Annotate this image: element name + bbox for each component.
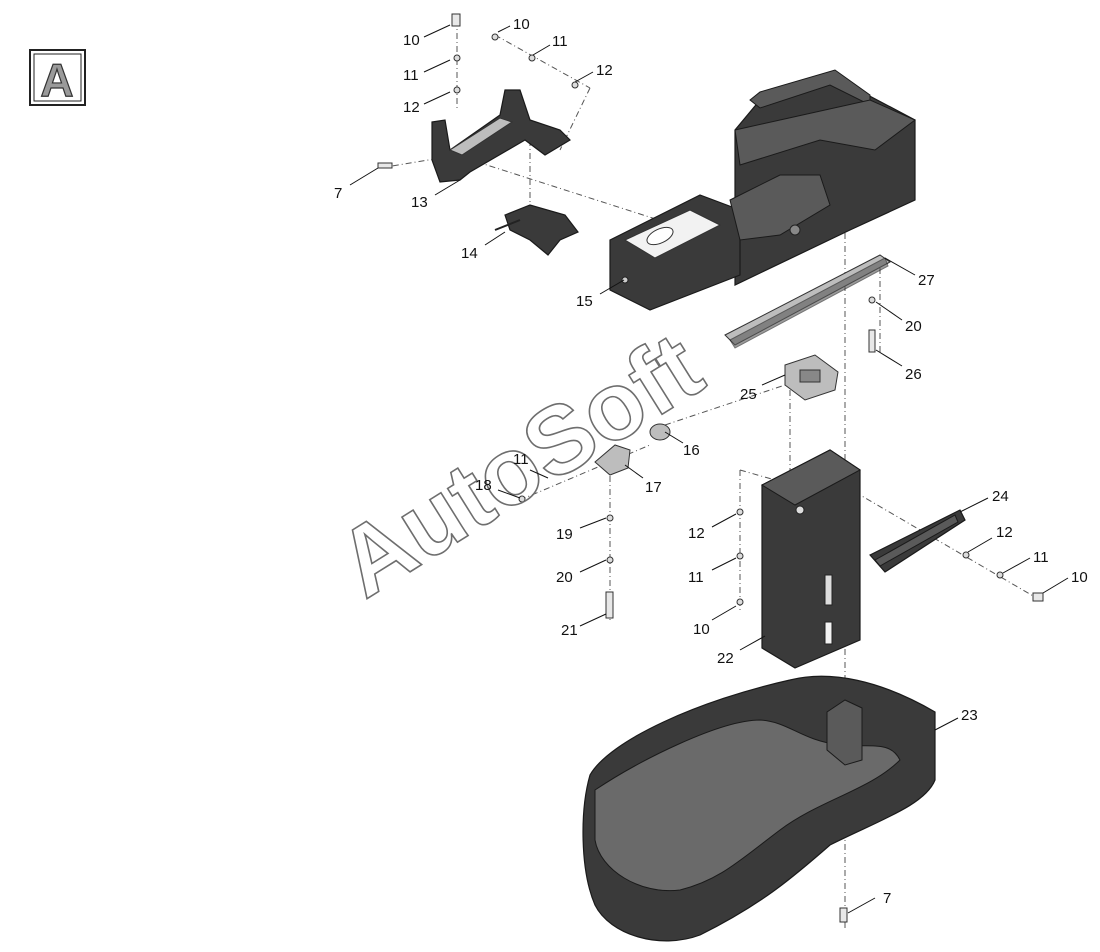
callout-12: 12 bbox=[688, 525, 705, 542]
callout-14: 14 bbox=[461, 245, 478, 262]
callout-12: 12 bbox=[996, 524, 1013, 541]
callout-12: 12 bbox=[596, 62, 613, 79]
view-badge-letter: A bbox=[40, 54, 73, 106]
callout-25: 25 bbox=[740, 386, 757, 403]
callout-10: 10 bbox=[1071, 569, 1088, 586]
callouts: 10 11 12 10 11 12 7 13 14 15 27 20 26 bbox=[334, 16, 1088, 914]
callout-19: 19 bbox=[556, 526, 573, 543]
callout-16: 16 bbox=[683, 442, 700, 459]
rail-part-27 bbox=[724, 254, 891, 349]
view-badge: A bbox=[29, 49, 86, 107]
fasteners bbox=[377, 13, 1044, 923]
callout-11: 11 bbox=[1033, 549, 1049, 566]
callout-10: 10 bbox=[513, 16, 530, 33]
callout-15: 15 bbox=[576, 293, 593, 310]
slider-part-25 bbox=[784, 354, 839, 401]
callout-20: 20 bbox=[556, 569, 573, 586]
latch-parts bbox=[594, 423, 671, 476]
callout-7: 7 bbox=[883, 890, 891, 907]
console-cover-part-23 bbox=[582, 675, 936, 942]
callout-12: 12 bbox=[403, 99, 420, 116]
callout-27: 27 bbox=[918, 272, 935, 289]
grille-part-24 bbox=[869, 509, 966, 573]
callout-17: 17 bbox=[645, 479, 662, 496]
callout-10: 10 bbox=[693, 621, 710, 638]
callout-22: 22 bbox=[717, 650, 734, 667]
callout-11: 11 bbox=[552, 33, 568, 50]
callout-11: 11 bbox=[403, 67, 419, 84]
callout-11: 11 bbox=[513, 451, 529, 468]
bracket-part-13 bbox=[431, 89, 571, 183]
callout-7: 7 bbox=[334, 185, 342, 202]
callout-20: 20 bbox=[905, 318, 922, 335]
callout-10: 10 bbox=[403, 32, 420, 49]
callout-23: 23 bbox=[961, 707, 978, 724]
bracket-part-14 bbox=[494, 204, 579, 256]
callout-24: 24 bbox=[992, 488, 1009, 505]
callout-21: 21 bbox=[561, 622, 578, 639]
upper-frame-part bbox=[609, 69, 916, 311]
callout-26: 26 bbox=[905, 366, 922, 383]
callout-13: 13 bbox=[411, 194, 428, 211]
storage-box-part-22 bbox=[760, 449, 861, 669]
callout-18: 18 bbox=[475, 477, 492, 494]
callout-11: 11 bbox=[688, 569, 704, 586]
